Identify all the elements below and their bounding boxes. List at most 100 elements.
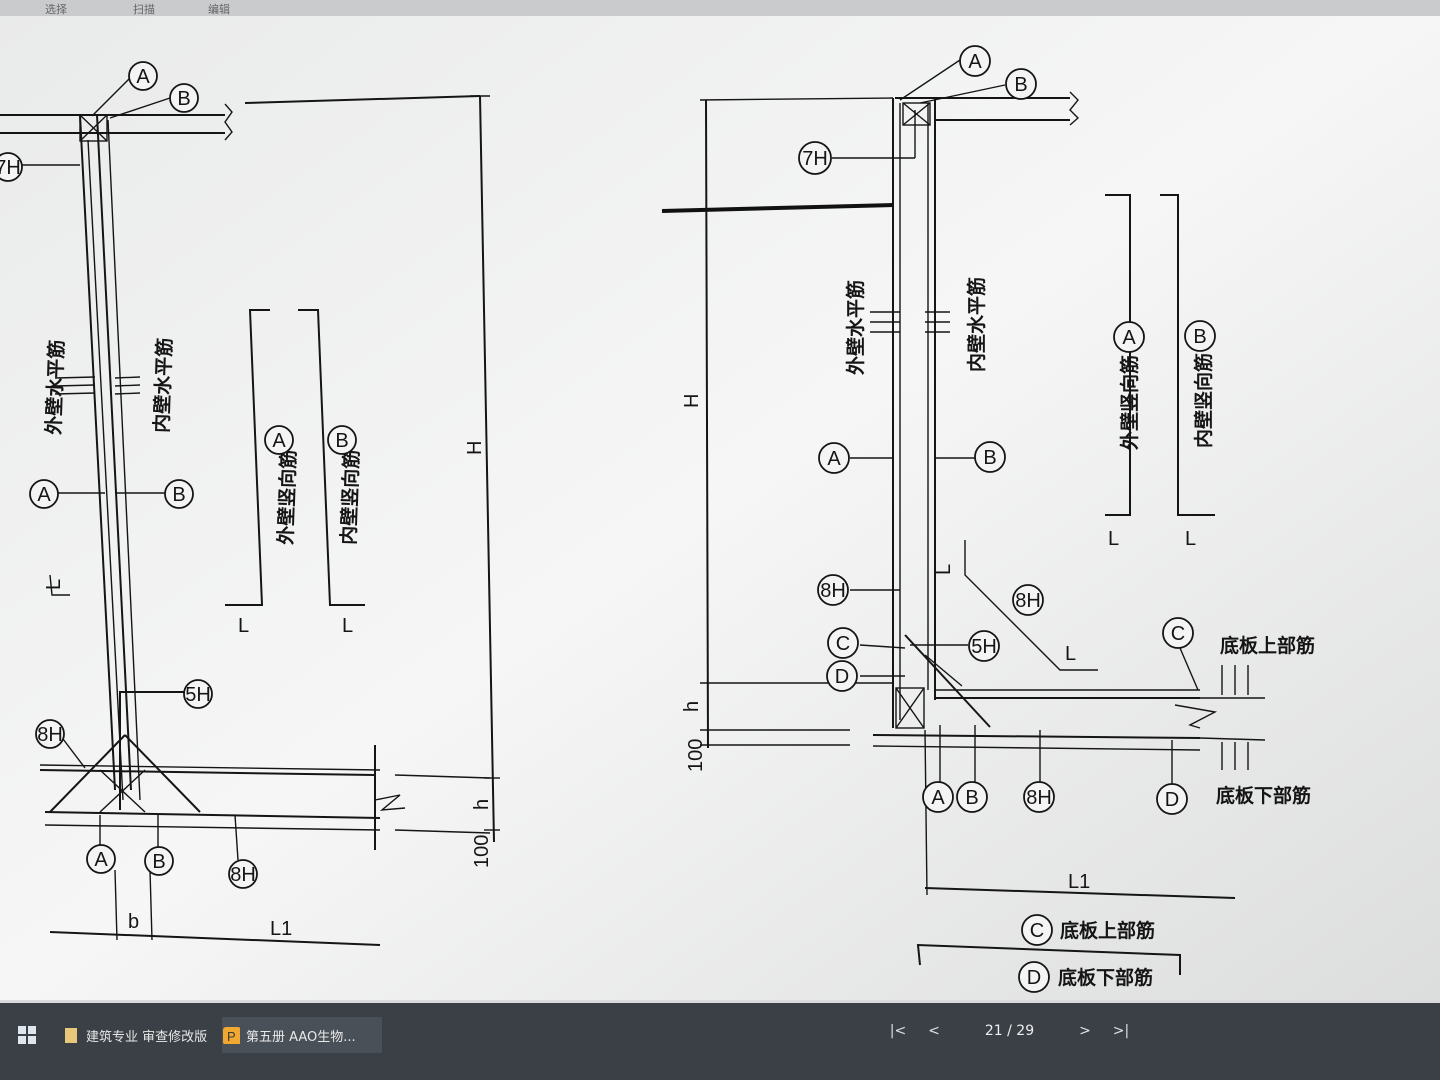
page-indicator[interactable]: 21 / 29 <box>984 1023 1035 1039</box>
dim-l: L <box>342 615 353 637</box>
taskbar-item-pdf-viewer[interactable]: P 第五册 AAO生物... <box>222 1017 382 1053</box>
page-navigator: |< < 21 / 29 > >| <box>880 1016 1180 1046</box>
svg-text:A: A <box>1122 327 1136 349</box>
marker-5h: 5H <box>183 679 213 709</box>
svg-text:8H: 8H <box>1015 590 1041 612</box>
taskbar-item-label: 第五册 AAO生物... <box>246 1029 356 1045</box>
label-inner-vertical-bar: 内壁竖向筋 <box>1192 353 1215 448</box>
svg-text:5H: 5H <box>971 636 997 658</box>
label-inner-horizontal-bar: 内壁水平筋 <box>965 277 988 372</box>
document-viewer[interactable]: A B 7H A B 5H 8H A B 8H 外壁水平筋 内壁水平筋 外壁竖向… <box>0 0 1440 1000</box>
marker-b: B <box>144 846 174 876</box>
next-page-button[interactable]: > <box>1079 1023 1091 1039</box>
svg-text:B: B <box>1014 74 1027 96</box>
svg-text:C: C <box>836 633 850 655</box>
dim-h-total: H <box>681 394 703 408</box>
first-page-button[interactable]: |< <box>889 1023 907 1039</box>
marker-d: D <box>1018 961 1050 993</box>
dim-l: L <box>933 564 955 575</box>
dim-h-slab: h <box>471 799 493 810</box>
svg-text:A: A <box>94 849 108 871</box>
label-slab-bottom-bar: 底板下部筋 <box>1216 784 1311 807</box>
svg-text:B: B <box>1193 326 1206 348</box>
pdf-app-icon: P <box>223 1027 240 1044</box>
svg-text:C: C <box>1171 623 1185 645</box>
svg-text:8H: 8H <box>820 580 846 602</box>
svg-text:5H: 5H <box>185 684 211 706</box>
legend-slab-bottom-bar: 底板下部筋 <box>1058 966 1153 989</box>
start-button[interactable] <box>18 1017 44 1053</box>
marker-b: B <box>327 425 357 455</box>
marker-c: C <box>1021 914 1053 946</box>
svg-text:7H: 7H <box>802 148 828 170</box>
toolbar-scan[interactable]: 扫描 <box>133 3 155 16</box>
prev-page-button[interactable]: < <box>928 1023 940 1039</box>
dim-l: L <box>1185 528 1196 550</box>
legend-slab-top-bar: 底板上部筋 <box>1060 919 1155 942</box>
dim-l: L <box>1108 528 1119 550</box>
dim-l: L <box>238 615 249 637</box>
svg-text:A: A <box>136 66 150 88</box>
left-wall-detail: A B 7H A B 5H 8H A B 8H 外壁水平筋 内壁水平筋 外壁竖向… <box>0 61 500 946</box>
marker-b: B <box>974 441 1006 473</box>
svg-text:A: A <box>931 787 945 809</box>
marker-c: C <box>827 627 859 659</box>
marker-c: C <box>1162 617 1194 649</box>
taskbar-item-review-doc[interactable]: 建筑专业 审查修改版 <box>62 1017 212 1053</box>
svg-text:D: D <box>1027 967 1041 989</box>
marker-b: B <box>956 781 988 813</box>
toolbar-edit[interactable]: 编辑 <box>208 3 230 16</box>
label-outer-horizontal-bar: 外壁水平筋 <box>844 280 867 375</box>
marker-a: A <box>1113 321 1145 353</box>
marker-b: B <box>164 479 194 509</box>
marker-8h: 8H <box>35 719 65 749</box>
marker-a: A <box>922 781 954 813</box>
marker-5h: 5H <box>968 630 1000 662</box>
dim-l: L <box>1065 643 1076 665</box>
svg-text:D: D <box>835 666 849 688</box>
label-outer-vertical-bar: 外壁竖向筋 <box>274 449 300 545</box>
dim-100: 100 <box>471 835 493 868</box>
svg-text:8H: 8H <box>37 724 63 746</box>
svg-text:B: B <box>177 88 190 110</box>
dim-l1: L1 <box>270 918 292 940</box>
dim-h-total: H <box>464 441 486 455</box>
taskbar-item-label: 建筑专业 审查修改版 <box>86 1029 208 1045</box>
svg-text:7H: 7H <box>0 157 21 179</box>
svg-text:C: C <box>1030 920 1044 942</box>
svg-text:P: P <box>227 1029 236 1044</box>
dim-l1: L1 <box>1068 871 1090 893</box>
marker-a: A <box>264 425 294 455</box>
marker-a: A <box>128 61 158 91</box>
marker-b: B <box>169 83 199 113</box>
marker-b: B <box>1184 320 1216 352</box>
label-slab-top-bar: 底板上部筋 <box>1220 634 1315 657</box>
svg-text:8H: 8H <box>1026 787 1052 809</box>
svg-text:8H: 8H <box>230 864 256 886</box>
svg-text:A: A <box>37 484 51 506</box>
toolbar-select[interactable]: 选择 <box>45 3 67 16</box>
marker-a: A <box>29 479 59 509</box>
dim-l: L <box>43 579 65 590</box>
dim-b: b <box>128 911 139 933</box>
windows-logo-icon <box>18 1026 36 1044</box>
last-page-button[interactable]: >| <box>1112 1023 1130 1039</box>
label-inner-horizontal-bar: 内壁水平筋 <box>150 337 176 433</box>
marker-d: D <box>826 660 858 692</box>
marker-8h: 8H <box>228 859 258 889</box>
dim-100: 100 <box>685 739 707 772</box>
marker-8h: 8H <box>1023 781 1055 813</box>
svg-text:B: B <box>983 447 996 469</box>
marker-8h: 8H <box>817 574 849 606</box>
svg-text:B: B <box>335 430 348 452</box>
marker-b: B <box>1005 68 1037 100</box>
marker-a: A <box>959 45 991 77</box>
viewer-toolbar: 选择 扫描 编辑 <box>0 0 1440 16</box>
svg-text:B: B <box>965 787 978 809</box>
marker-7h: 7H <box>0 152 23 182</box>
windows-taskbar: 建筑专业 审查修改版 P 第五册 AAO生物... <box>0 1003 1440 1080</box>
cad-drawing: A B 7H A B 5H 8H A B 8H 外壁水平筋 内壁水平筋 外壁竖向… <box>0 0 1440 1000</box>
svg-text:B: B <box>152 851 165 873</box>
marker-a: A <box>86 844 116 874</box>
paper <box>0 0 1440 1000</box>
